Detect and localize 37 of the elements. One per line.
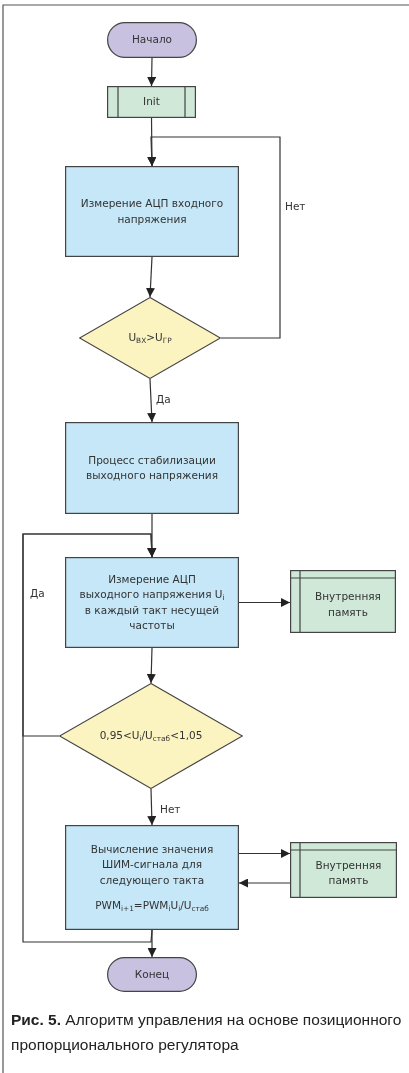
node-text: Конец	[134, 966, 170, 982]
node-text: 0,95<U$_{i}$/U$_{стаб}$<1,05	[99, 728, 203, 744]
node-text: U$_{ВХ}$>U$_{ГР}$	[128, 330, 172, 346]
subprocess-box	[107, 86, 196, 118]
node-text: PWM$_{i+1}$=PWM$_{i}$U$_{i}$/U$_{стаб}$	[95, 897, 209, 913]
arrow	[147, 929, 157, 958]
arrow	[238, 849, 291, 858]
edge-label: Да	[155, 393, 172, 406]
node-text: Вычисление значения ШИМ-сигнала для следующего такта	[89, 842, 215, 888]
arrow	[146, 647, 156, 684]
node-text: Измерение АЦП входного напряжения	[79, 196, 225, 227]
process-box	[65, 557, 239, 648]
process-box	[65, 422, 239, 514]
node-text: Внутренняя память	[314, 857, 383, 888]
decision-diamond	[79, 297, 221, 379]
arrow	[238, 598, 291, 607]
arrow	[147, 136, 281, 339]
edge-label: Нет	[284, 200, 307, 213]
edge-label: Да	[29, 587, 46, 600]
process-box	[65, 825, 239, 930]
node-text: Измерение АЦП выходного напряжения U$_{i}$ в каждый такт несущей частоты	[78, 572, 226, 633]
node-text: Внутренняя память	[314, 589, 382, 620]
arrow	[145, 256, 155, 298]
figure-caption: Рис. 5. Алгоритм управления на основе позиционного пропорционального регулятора	[11, 1010, 403, 1055]
node-text: Init	[143, 94, 160, 110]
node-text: Процесс стабилизации выходного напряжения	[85, 452, 219, 483]
process-box	[65, 166, 239, 257]
decision-diamond	[59, 683, 243, 789]
memory-box	[290, 570, 396, 633]
arrow	[238, 878, 291, 888]
node-text: Начало	[131, 32, 173, 48]
arrow	[147, 57, 157, 87]
memory-box	[290, 842, 397, 898]
arrow	[22, 533, 157, 943]
arrow	[147, 788, 157, 826]
edge-label: Нет	[159, 803, 182, 816]
arrow	[147, 378, 157, 423]
